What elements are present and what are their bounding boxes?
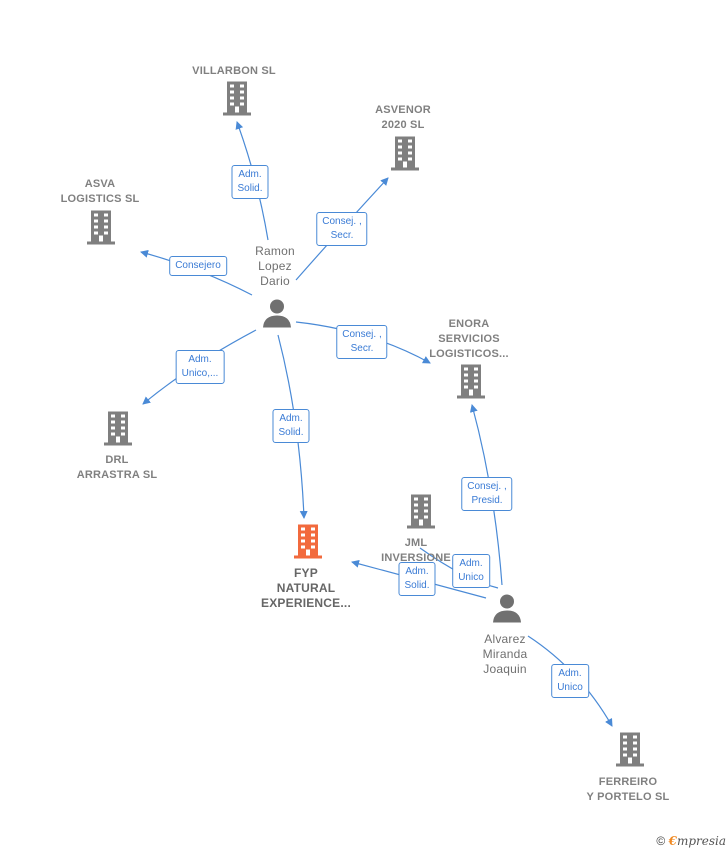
node-label-ferreiro[interactable]: FERREIRO Y PORTELO SL bbox=[586, 776, 670, 803]
edge-label-ramon-drl[interactable]: Adm. Unico,... bbox=[175, 350, 225, 384]
empresia-watermark: © €mpresia bbox=[656, 834, 726, 848]
enora-building-icon[interactable] bbox=[456, 364, 486, 404]
villarbon-building-icon[interactable] bbox=[222, 81, 252, 121]
edge-label-ramon-villarbon[interactable]: Adm. Solid. bbox=[231, 165, 269, 199]
node-label-enora[interactable]: ENORA SERVICIOS LOGISTICOS... bbox=[429, 318, 509, 360]
node-label-villarbon[interactable]: VILLARBON SL bbox=[192, 65, 276, 77]
edge-label-alvarez-fyp[interactable]: Adm. Solid. bbox=[398, 562, 436, 596]
asva-building-icon[interactable] bbox=[86, 210, 116, 250]
edge-label-alvarez-jml[interactable]: Adm. Unico bbox=[452, 554, 490, 588]
fyp-building-icon[interactable] bbox=[293, 524, 323, 564]
edge-label-ramon-asva[interactable]: Consejero bbox=[169, 256, 227, 276]
jml-building-icon[interactable] bbox=[406, 494, 436, 534]
node-label-ramon[interactable]: Ramon Lopez Dario bbox=[255, 244, 295, 288]
edge-label-ramon-enora[interactable]: Consej. , Secr. bbox=[336, 325, 388, 359]
asvenor-building-icon[interactable] bbox=[390, 136, 420, 176]
ferreiro-building-icon[interactable] bbox=[615, 732, 645, 772]
node-label-asva[interactable]: ASVA LOGISTICS SL bbox=[60, 178, 140, 205]
drl-building-icon[interactable] bbox=[103, 411, 133, 451]
node-label-fyp[interactable]: FYP NATURAL EXPERIENCE... bbox=[261, 566, 351, 610]
ramon-person-icon[interactable] bbox=[262, 299, 292, 333]
edge-label-ramon-asvenor[interactable]: Consej. , Secr. bbox=[316, 212, 368, 246]
edge-label-alvarez-enora[interactable]: Consej. , Presid. bbox=[461, 477, 513, 511]
node-label-drl[interactable]: DRL ARRASTRA SL bbox=[76, 454, 158, 481]
empresia-logo: €mpresia bbox=[668, 834, 726, 848]
copyright-icon: © bbox=[656, 834, 666, 848]
node-label-alvarez[interactable]: Alvarez Miranda Joaquin bbox=[482, 632, 528, 676]
edge-label-alvarez-ferreiro[interactable]: Adm. Unico bbox=[551, 664, 589, 698]
alvarez-person-icon[interactable] bbox=[492, 594, 522, 628]
edge-label-ramon-fyp[interactable]: Adm. Solid. bbox=[272, 409, 310, 443]
node-label-asvenor[interactable]: ASVENOR 2020 SL bbox=[375, 104, 431, 131]
